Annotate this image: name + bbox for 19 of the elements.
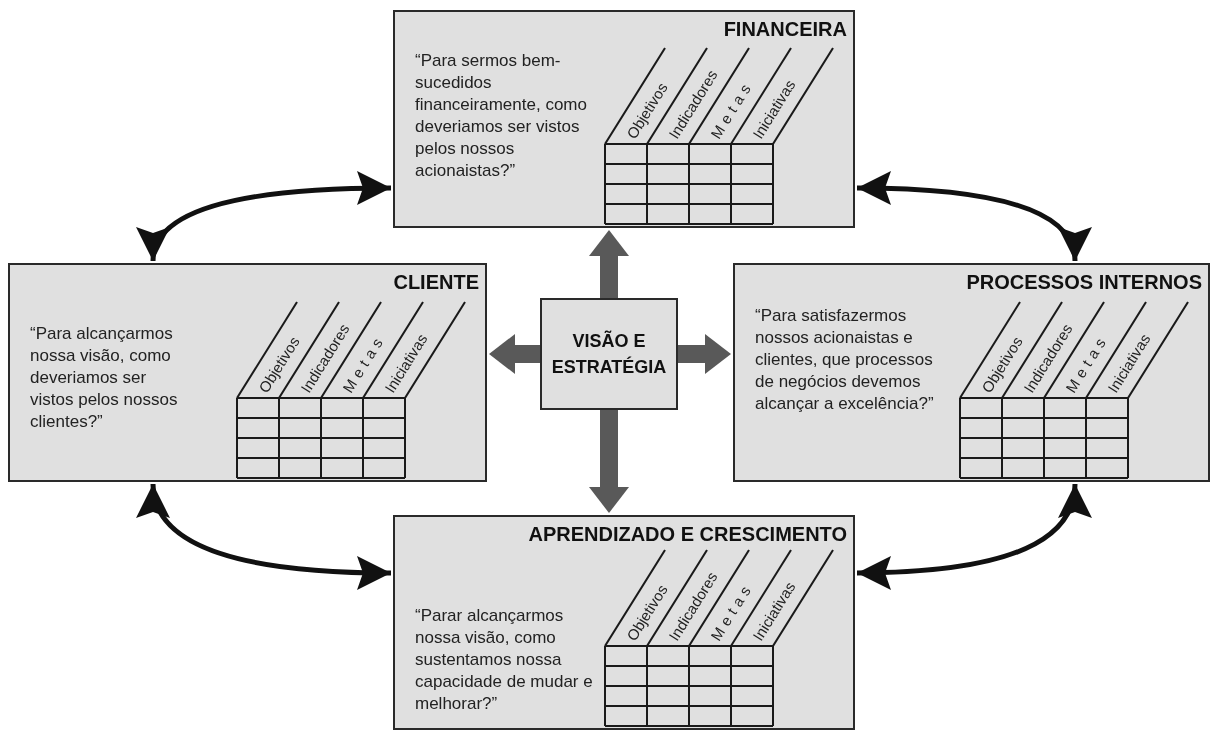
block-arrow [489,334,540,374]
question-text: “Para satisfazermos nossos acionaistas e clientes, que processos de negócios devemos alcançar a excelência?” [755,305,935,415]
box-heading: PROCESSOS INTERNOS [966,271,1202,294]
box-heading: CLIENTE [393,271,479,294]
perspective-box [393,515,855,730]
perspective-box [393,10,855,228]
block-arrow [589,410,629,513]
question-text: “Para alcançarmos nossa visão, como deveriamos ser vistos pelos nossos clientes?” [30,323,179,433]
center-box [540,298,678,410]
perspective-box [733,263,1210,482]
curved-arrow [856,483,1089,590]
block-arrow [589,230,629,298]
box-heading: FINANCEIRA [723,18,847,41]
perspective-box [8,263,487,482]
box-title: VISÃO E ESTRATÉGIA [551,329,667,379]
box-heading: APRENDIZADO E CRESCIMENTO [528,523,847,546]
question-text: “Para sermos bem- sucedidos financeiramente, como deveriamos ser vistos pelos nossos acionaistas?” [415,50,588,182]
block-arrow [678,334,731,374]
question-text: “Parar alcançarmos nossa visão, como sustentamos nossa capacidade de mudar e melhorar?” [415,605,594,715]
